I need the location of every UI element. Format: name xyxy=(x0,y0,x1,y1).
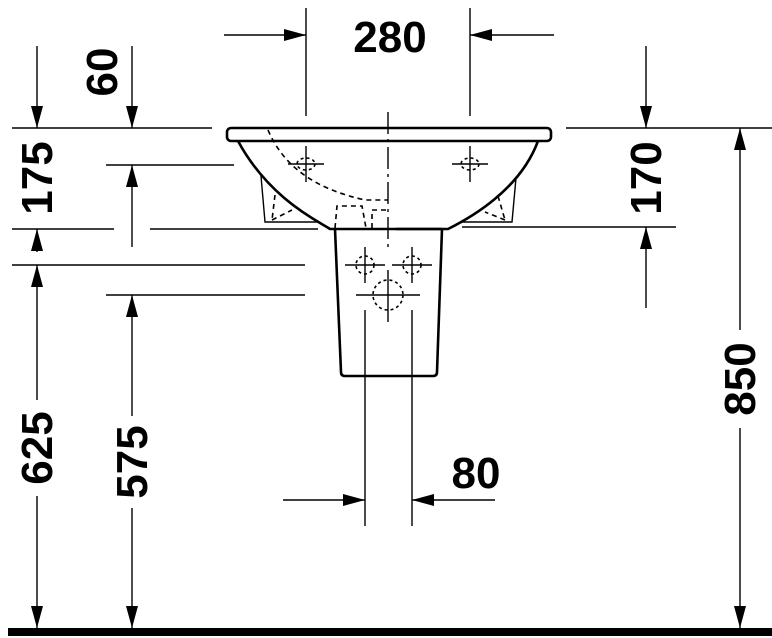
dimension-175: 175 xyxy=(13,141,138,252)
svg-text:625: 625 xyxy=(13,411,62,484)
svg-text:80: 80 xyxy=(452,449,501,498)
svg-text:280: 280 xyxy=(353,13,426,62)
svg-text:175: 175 xyxy=(13,141,62,214)
reference-lines xyxy=(12,127,772,296)
tap-hole-right xyxy=(452,146,488,182)
svg-text:60: 60 xyxy=(78,48,127,97)
dimension-170: 170 xyxy=(622,46,671,308)
dimension-60: 60 xyxy=(31,46,138,128)
dimension-280: 280 xyxy=(224,8,554,116)
svg-text:575: 575 xyxy=(108,425,157,498)
waste-connection xyxy=(356,270,420,322)
dimension-80: 80 xyxy=(283,449,500,506)
dimension-625: 625 xyxy=(13,265,62,628)
supply-connection-left xyxy=(345,247,385,283)
supply-connection-right xyxy=(392,247,432,283)
svg-text:850: 850 xyxy=(716,342,765,415)
dimension-850: 850 xyxy=(716,128,765,628)
semi-pedestal xyxy=(333,228,444,378)
svg-text:170: 170 xyxy=(622,141,671,214)
tap-hole-left xyxy=(288,146,324,182)
dimension-575: 575 xyxy=(108,295,157,628)
floor-line xyxy=(8,628,772,636)
basin xyxy=(225,126,553,231)
